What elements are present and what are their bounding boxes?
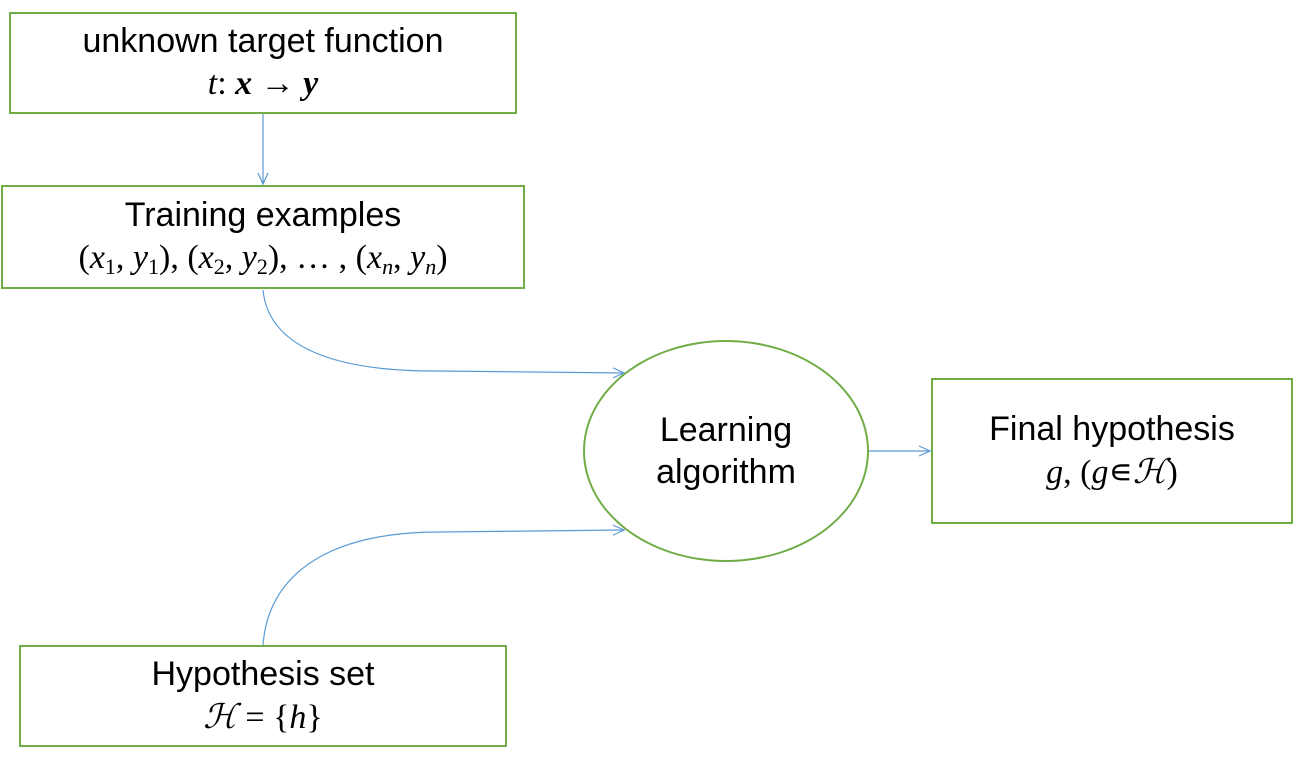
learning-algorithm-line1: Learning <box>659 411 793 449</box>
target-function-title: unknown target function <box>82 22 444 60</box>
final-hypothesis-formula: g, (g∊ℋ) <box>1046 451 1178 492</box>
training-examples-title: Training examples <box>124 196 402 234</box>
target-function-formula: t: x → y <box>207 65 319 102</box>
training-examples-formula: (x1, y1), (x2, y2), … , (xn, yn) <box>78 239 448 279</box>
final-hypothesis-box: Final hypothesis g, (g∊ℋ) <box>931 378 1293 524</box>
hypothesis-set-box: Hypothesis set ℋ = {h} <box>19 645 507 747</box>
hypothesis-set-title: Hypothesis set <box>151 654 375 693</box>
training-examples-box: Training examples (x1, y1), (x2, y2), … … <box>1 185 525 289</box>
learning-algorithm-line2: algorithm <box>656 453 796 491</box>
edge-training-to-learning <box>262 289 626 379</box>
target-function-box: unknown target function t: x → y <box>9 12 517 114</box>
edge-hypset-to-learning <box>262 524 626 646</box>
final-hypothesis-title: Final hypothesis <box>989 409 1235 448</box>
learning-algorithm-node: Learning algorithm <box>583 340 869 562</box>
hypothesis-set-formula: ℋ = {h} <box>203 696 323 737</box>
